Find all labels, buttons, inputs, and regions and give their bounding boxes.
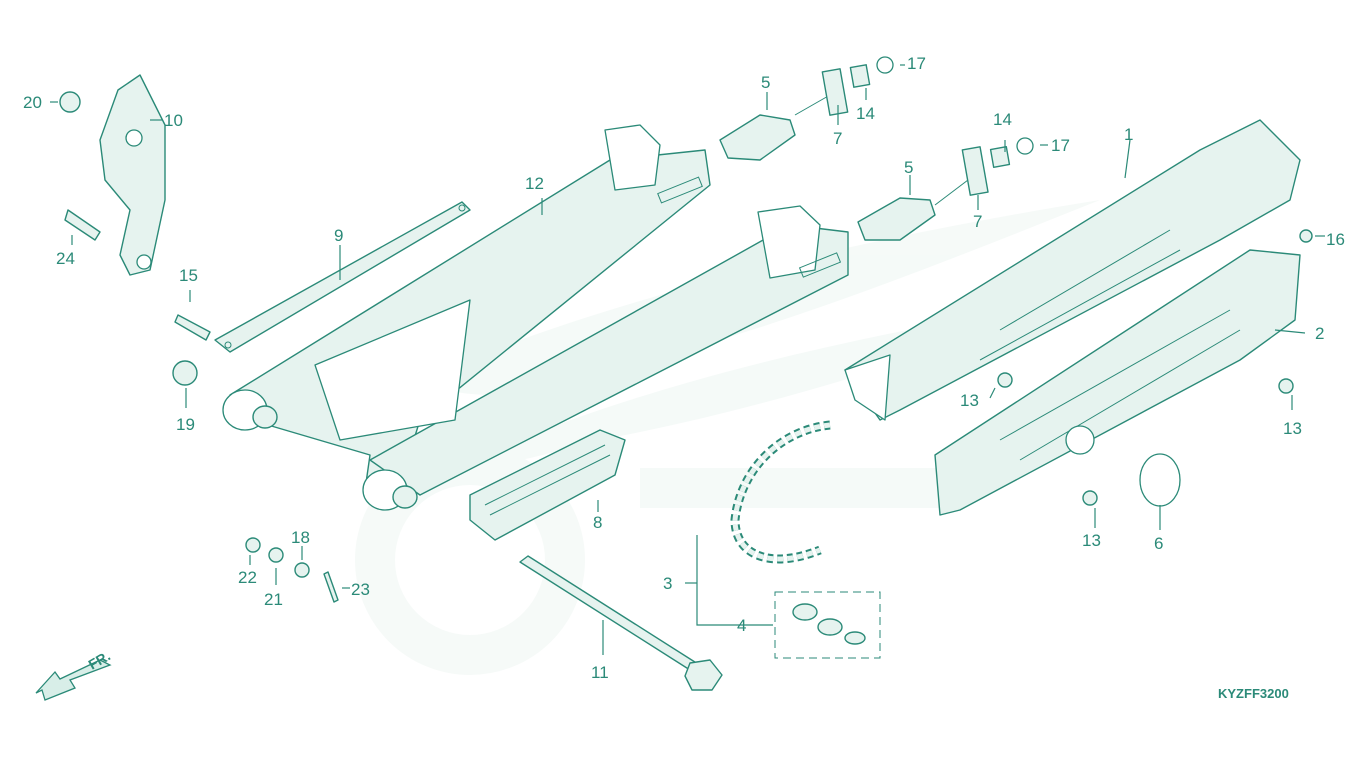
front-arrow-icon [35,659,112,701]
chain-adjuster-rear[interactable] [719,56,894,161]
callout-16: 16 [1326,230,1345,249]
callout-23: 23 [351,580,370,599]
inspection-cap[interactable] [1139,453,1181,507]
callout-20: 20 [23,93,42,112]
chain-adjuster-front[interactable] [857,137,1034,241]
leader-lines [50,64,1325,655]
callout-5-front: 5 [904,158,913,177]
chain-case-lower[interactable] [934,249,1301,516]
callout-14-rear: 14 [856,104,875,123]
callout-5-rear: 5 [761,73,770,92]
callout-19: 19 [176,415,195,434]
callout-13-a: 13 [960,391,979,410]
callout-9: 9 [334,226,343,245]
callout-7-front: 7 [973,212,982,231]
callout-15: 15 [179,266,198,285]
diagram-code: KYZFF3200 [1218,686,1289,701]
callout-6: 6 [1154,534,1163,553]
callout-7-rear: 7 [833,129,842,148]
callout-3: 3 [663,574,672,593]
callout-21: 21 [264,590,283,609]
callout-13-c: 13 [1082,531,1101,550]
hardware[interactable] [59,91,1313,603]
callout-18: 18 [291,528,310,547]
chain-slider[interactable] [469,429,626,541]
callout-11: 11 [591,663,609,682]
callout-8: 8 [593,513,602,532]
callout-17-rear: 17 [907,54,926,73]
callout-17-front: 17 [1051,136,1070,155]
swingarm[interactable] [222,124,849,511]
pivot-bolt[interactable] [519,555,723,691]
callout-14-front: 14 [993,110,1012,129]
chain-case-upper[interactable] [844,119,1301,421]
callout-10: 10 [164,111,183,130]
master-link-box [774,591,881,659]
drive-chain[interactable] [730,420,831,564]
callout-4: 4 [737,616,746,635]
callout-12: 12 [525,174,544,193]
callout-labels: 1 2 3 4 5 5 6 7 7 8 9 10 11 12 13 13 13 … [23,54,1345,682]
callout-24: 24 [56,249,75,268]
callout-1: 1 [1124,125,1133,144]
link-arm[interactable] [99,74,166,276]
callout-2: 2 [1315,324,1324,343]
callout-13-b: 13 [1283,419,1302,438]
callout-22: 22 [238,568,257,587]
chain-guard-plate[interactable] [214,201,471,353]
